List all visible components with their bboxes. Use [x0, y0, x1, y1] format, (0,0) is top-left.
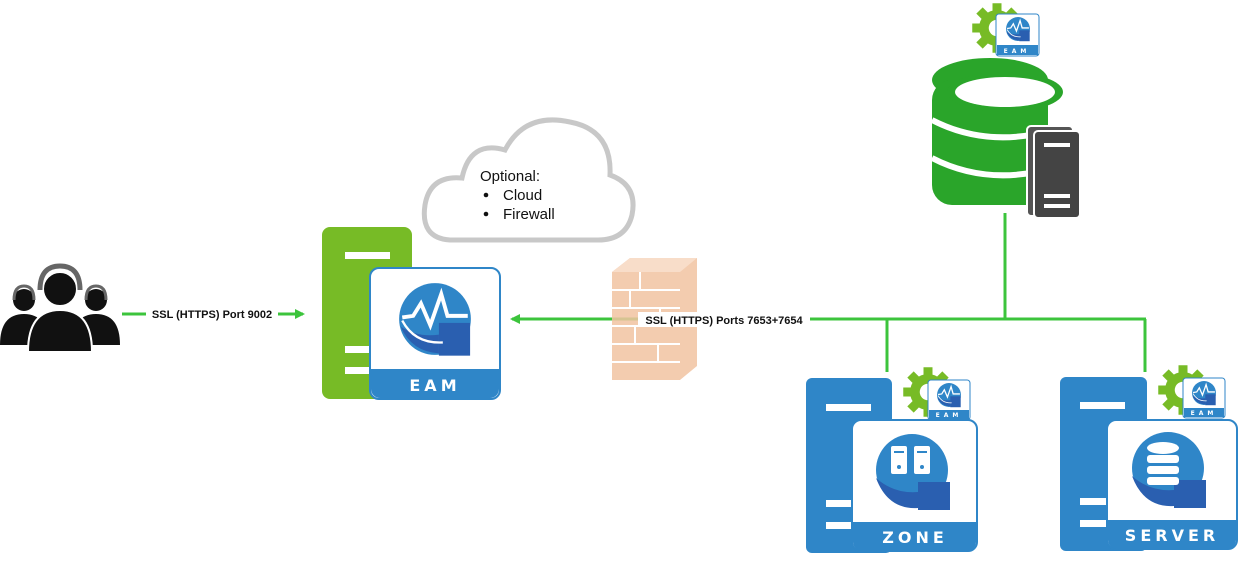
database-server-icon: EAM: [930, 3, 1081, 219]
database-badge: EAM: [1004, 48, 1031, 55]
server-label: SERVER: [1125, 526, 1219, 545]
cloud-icon: [421, 117, 636, 243]
bullet: [483, 192, 489, 198]
zone-server: EAM ZONE: [806, 367, 978, 553]
server-logo-icon: [1132, 432, 1206, 508]
server-badge: EAM: [1191, 410, 1218, 417]
eam-server: EAM: [322, 227, 501, 400]
bullet: [483, 211, 489, 217]
users-link-label: SSL (HTTPS) Port 9002: [152, 309, 272, 321]
users-headset-icon: [0, 263, 120, 353]
zone-logo-icon: [876, 434, 950, 510]
cloud-item: Firewall: [503, 206, 555, 223]
backend-link-label: SSL (HTTPS) Ports 7653+7654: [645, 315, 803, 327]
cloud-title: Optional:: [480, 168, 540, 185]
zone-label: ZONE: [882, 528, 948, 547]
cloud-item: Cloud: [503, 187, 542, 204]
zone-badge: EAM: [936, 412, 963, 419]
server-node: EAM SERVER: [1060, 365, 1238, 551]
eam-label: EAM: [409, 376, 460, 395]
